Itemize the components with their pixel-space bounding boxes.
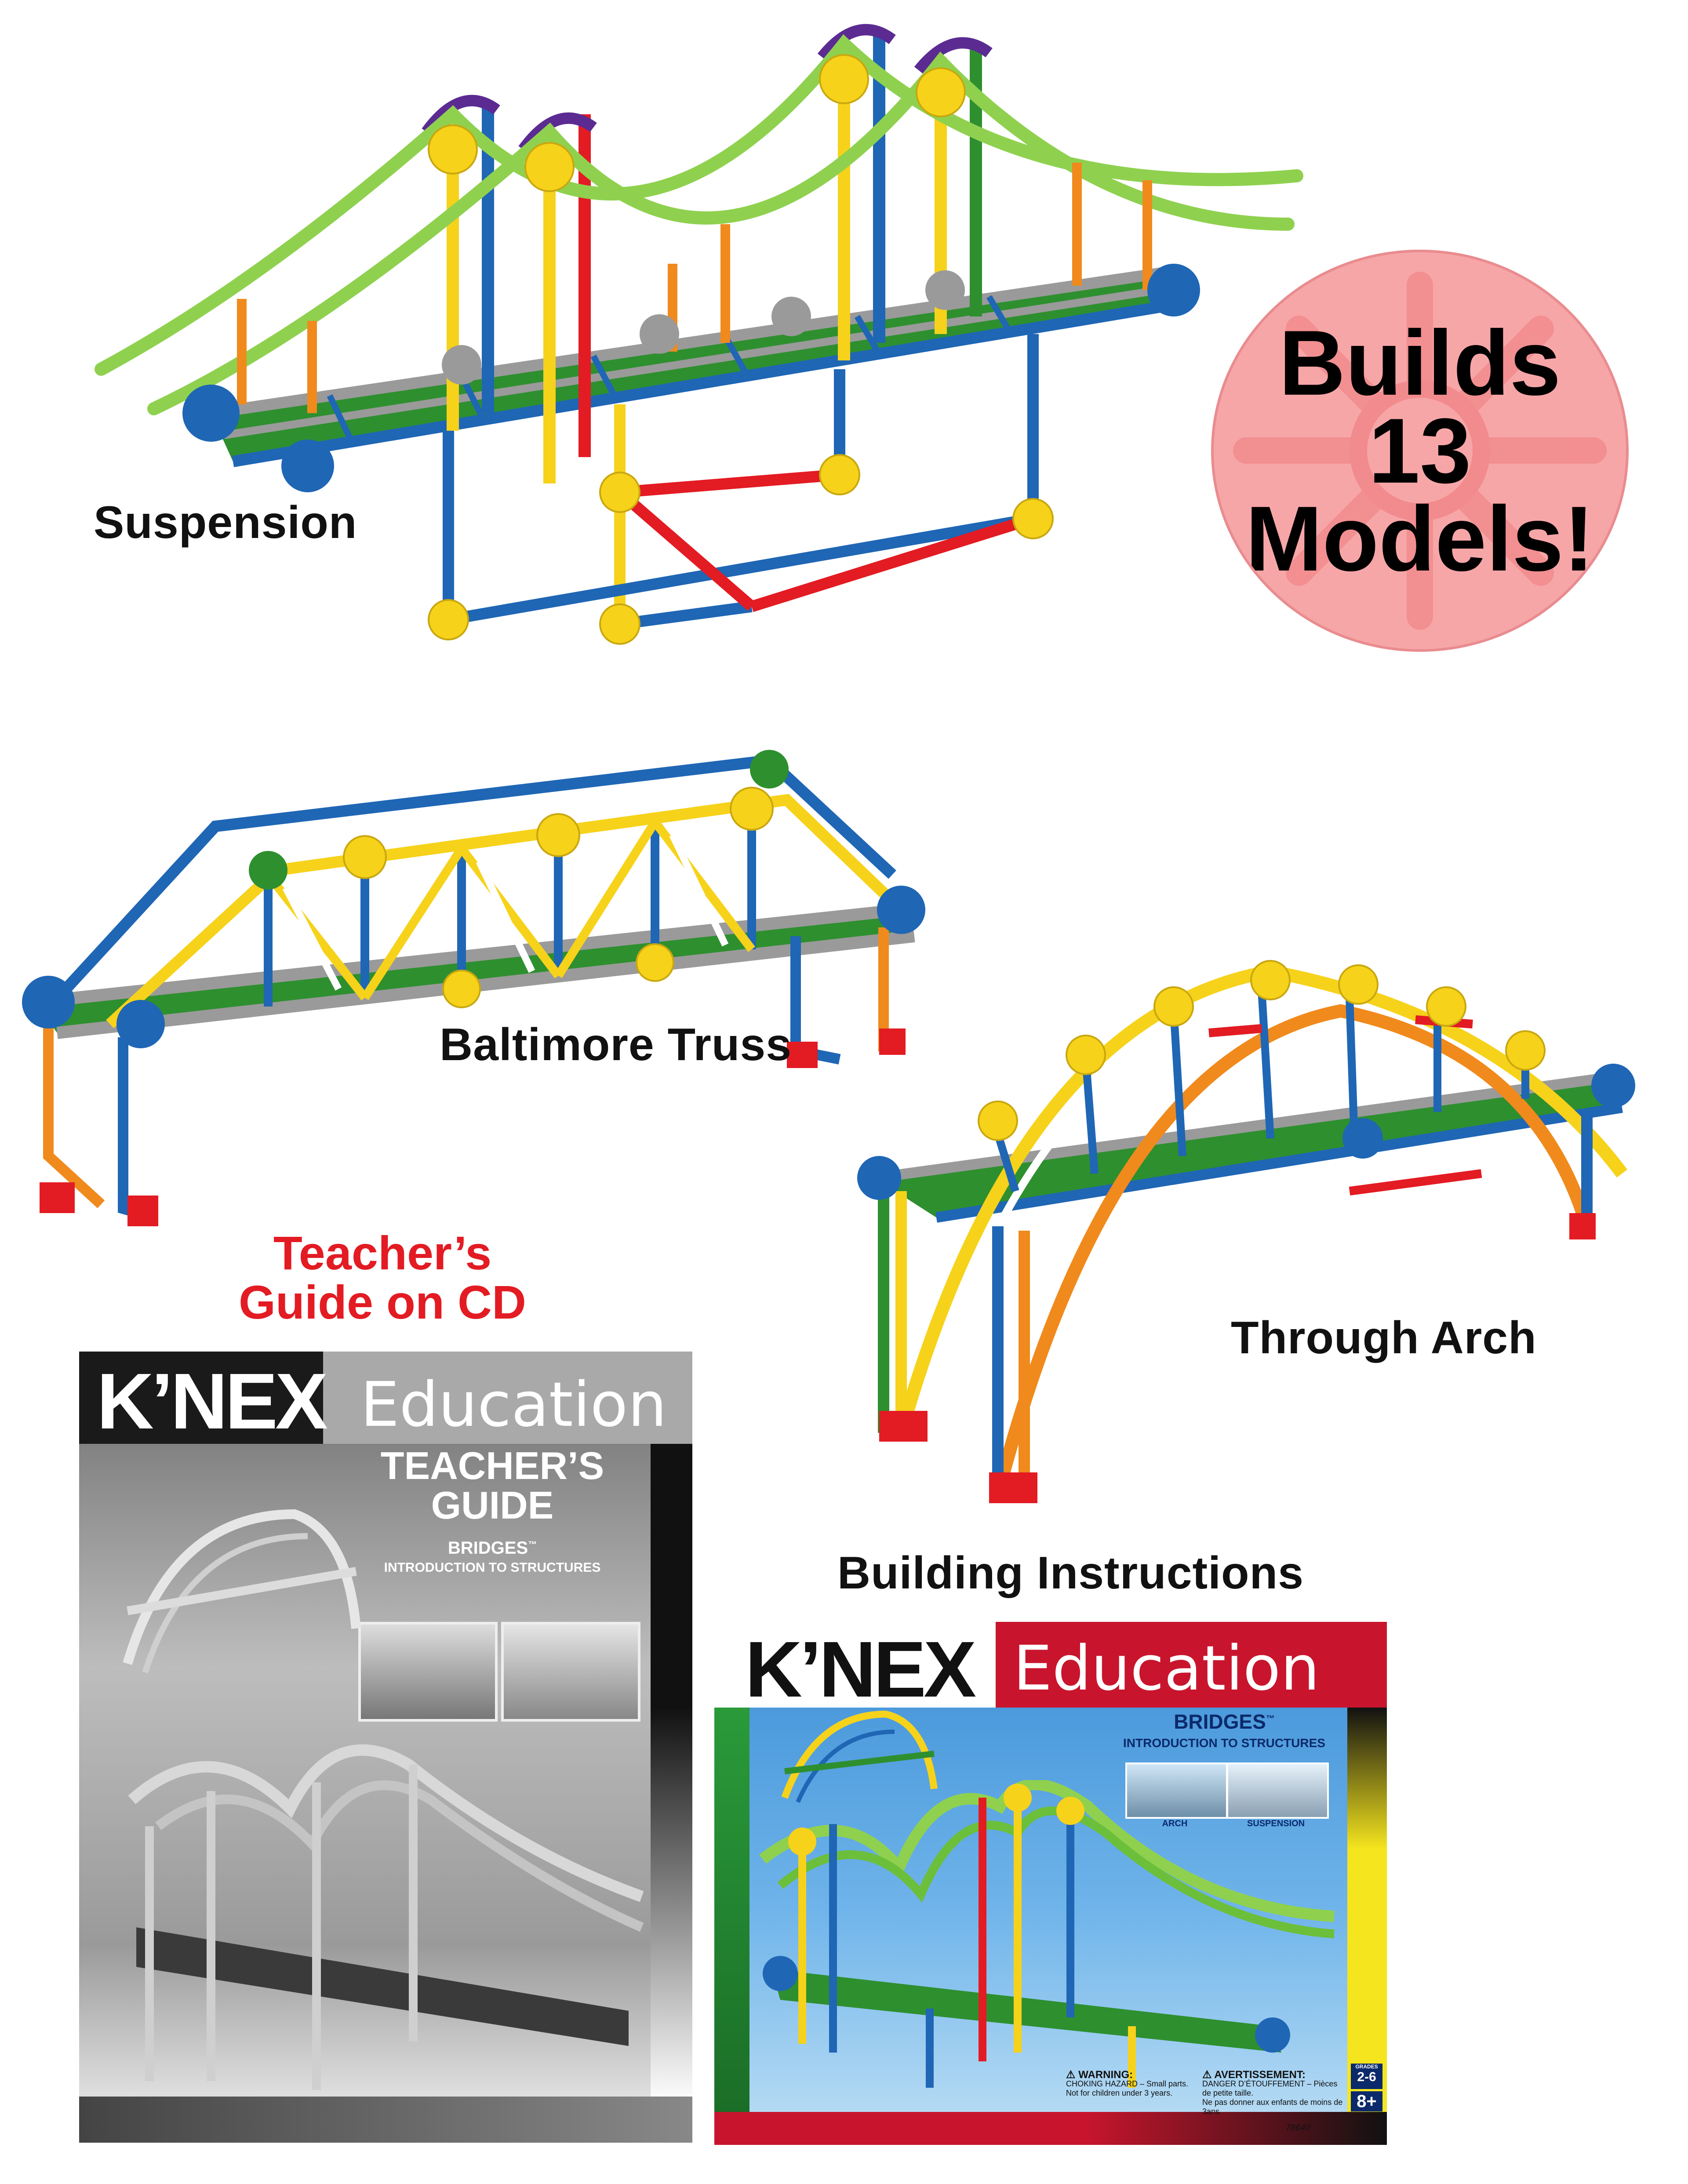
- teachers-guide-caption-line-2: Guide on CD: [239, 1276, 526, 1329]
- left-green-stripe: [714, 1708, 749, 2112]
- instructions-education-logo-text: Education: [1013, 1633, 1320, 1704]
- color-suspension-illustration: [759, 1780, 1335, 2088]
- connector-watermark-icon: [1233, 272, 1607, 630]
- teachers-guide-product: BRIDGES™: [352, 1538, 633, 1558]
- instructions-product-name: BRIDGES: [1174, 1710, 1266, 1733]
- color-arch-illustration: [781, 1710, 938, 1803]
- suspension-thumbnail: [1226, 1762, 1329, 1819]
- warning-en-line-2: Not for children under 3 years.: [1066, 2089, 1173, 2097]
- grades-badge: GRADES 2-6: [1351, 2064, 1382, 2089]
- instructions-subtitle: INTRODUCTION TO STRUCTURES: [1123, 1736, 1325, 1750]
- arch-photo-thumbnail: [358, 1622, 498, 1722]
- education-logo-text: Education: [360, 1369, 667, 1441]
- through-arch-label: Through Arch: [1231, 1312, 1537, 1363]
- building-instructions-cover: K’NEX Education BRIDGES™ INTRODUCTION TO…: [714, 1622, 1387, 2145]
- suspension-label: Suspension: [94, 497, 357, 548]
- models-count-badge: Builds 13 Models!: [1211, 250, 1629, 652]
- grayscale-suspension-illustration: [128, 1744, 644, 2090]
- suspension-photo-thumbnail: [501, 1622, 640, 1722]
- warning-french: ⚠ AVERTISSEMENT: DANGER D’ÉTOUFFEMENT – …: [1202, 2070, 1347, 2116]
- badge-line-3: Models!: [1245, 487, 1594, 590]
- trademark-mark: ™: [528, 1540, 537, 1550]
- baltimore-truss-model: [22, 750, 925, 1226]
- cover-bottom-bar: [79, 2097, 692, 2143]
- grades-badge-label: GRADES: [1355, 2064, 1378, 2070]
- teachers-guide-product-name: BRIDGES: [447, 1538, 528, 1558]
- right-yellow-stripe: [1347, 1708, 1387, 2112]
- cover-side-stripe: [651, 1444, 692, 2103]
- grayscale-arch-illustration: [123, 1509, 361, 1674]
- instructions-trademark-mark: ™: [1266, 1714, 1275, 1724]
- teachers-guide-cover: K’NEX Education TEACHER’S GUIDE BRIDGES™…: [79, 1352, 692, 2143]
- warning-triangle-icon: ⚠: [1202, 2069, 1212, 2081]
- teachers-guide-caption-line-1: Teacher’s: [273, 1226, 492, 1279]
- arch-thumbnail-label: ARCH: [1162, 1819, 1188, 1828]
- suspension-bridge-model: [95, 24, 1303, 645]
- warning-block: ⚠ WARNING: CHOKING HAZARD – Small parts.…: [1066, 2070, 1342, 2116]
- warning-en-line-1: CHOKING HAZARD – Small parts.: [1066, 2079, 1189, 2088]
- teachers-guide-title-line-1: TEACHER’S: [380, 1444, 604, 1487]
- warning-fr-line-1: DANGER D’ÉTOUFFEMENT – Pièces de petite …: [1202, 2079, 1338, 2097]
- teachers-guide-subtitle: INTRODUCTION TO STRUCTURES: [384, 1560, 601, 1575]
- knex-logo: K’NEX: [97, 1357, 328, 1446]
- instructions-knex-logo: K’NEX: [745, 1625, 976, 1714]
- teachers-guide-title-line-2: GUIDE: [431, 1483, 554, 1527]
- teachers-guide-caption: Teacher’s Guide on CD: [158, 1228, 607, 1327]
- age-badge: 8+: [1351, 2091, 1382, 2111]
- instructions-knex-logo-box: [714, 1622, 996, 1708]
- building-instructions-caption: Building Instructions: [837, 1548, 1304, 1599]
- warning-english: ⚠ WARNING: CHOKING HAZARD – Small parts.…: [1066, 2070, 1198, 2098]
- bottom-red-stripe: [714, 2112, 1387, 2145]
- instructions-product: BRIDGES™: [1119, 1710, 1330, 1733]
- knex-logo-box: [79, 1352, 323, 1444]
- warning-en-heading: WARNING:: [1078, 2069, 1133, 2081]
- warning-fr-heading: AVERTISSEMENT:: [1214, 2069, 1306, 2081]
- badge-line-1: Builds: [1279, 311, 1561, 414]
- warning-fr-line-2: Ne pas donner aux enfants de moins de 3a…: [1202, 2098, 1343, 2116]
- badge-line-2: 13: [1368, 399, 1471, 502]
- warning-triangle-icon: ⚠: [1066, 2069, 1076, 2081]
- through-arch-model: [857, 960, 1635, 1503]
- item-number: 78640: [1286, 2123, 1310, 2133]
- suspension-thumbnail-label: SUSPENSION: [1247, 1819, 1305, 1828]
- baltimore-truss-label: Baltimore Truss: [440, 1019, 792, 1070]
- teachers-guide-title: TEACHER’S GUIDE: [352, 1446, 633, 1525]
- grades-badge-value: 2-6: [1357, 2070, 1376, 2084]
